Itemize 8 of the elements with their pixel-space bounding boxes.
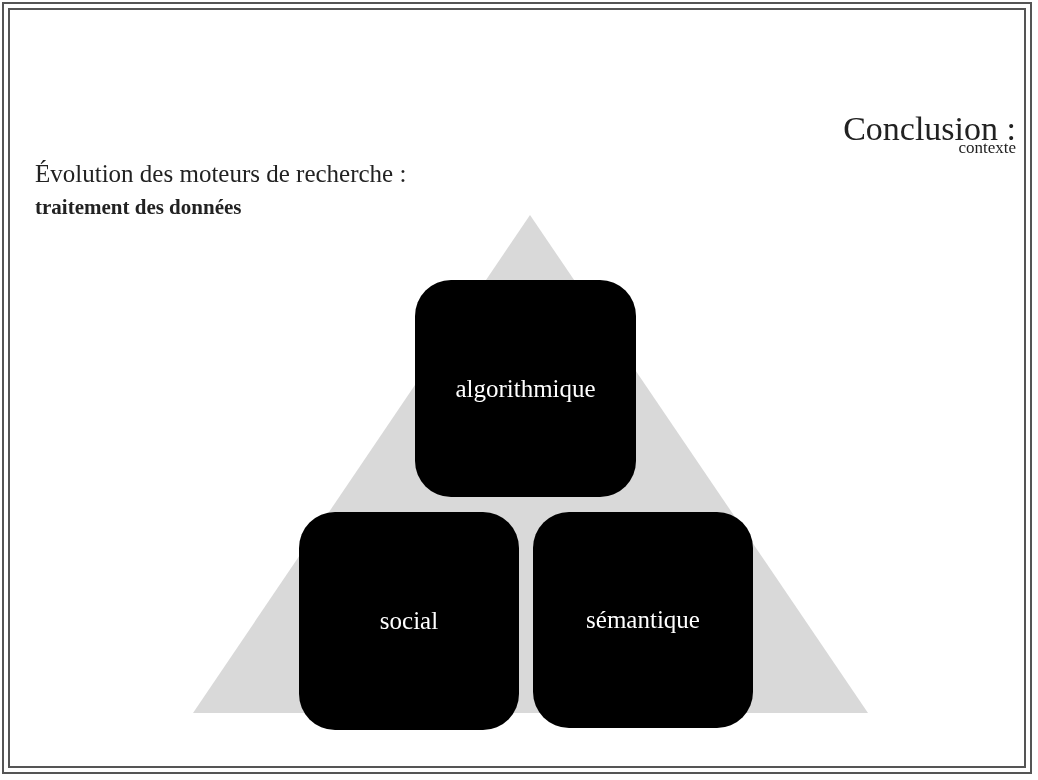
heading-text: Évolution des moteurs de recherche : (35, 160, 407, 188)
box-label: algorithmique (455, 374, 596, 403)
rounded-box (533, 512, 753, 728)
rounded-box (299, 512, 519, 730)
rounded-box (415, 280, 636, 497)
heading-text: traitement des données (35, 195, 242, 220)
box-label: sémantique (586, 606, 700, 634)
box-label: social (379, 607, 439, 635)
